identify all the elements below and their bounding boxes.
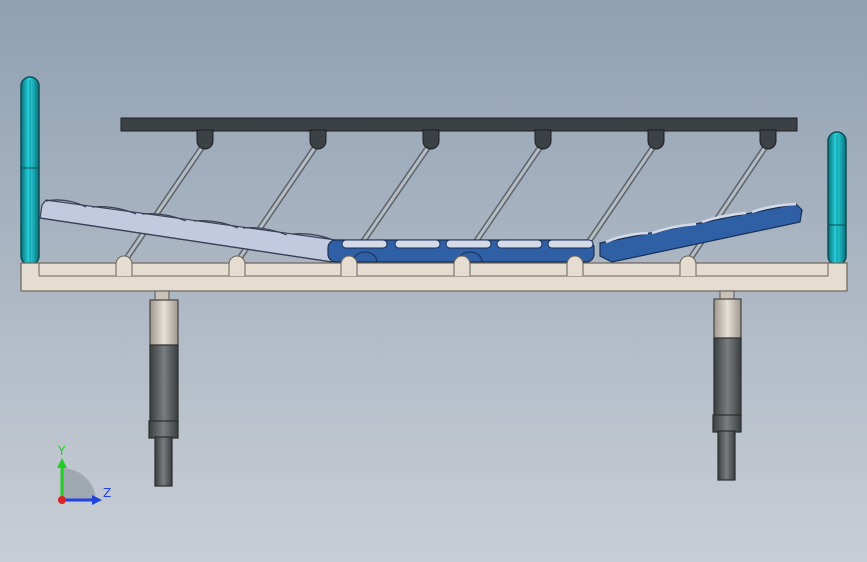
orientation-triad[interactable]: Y Z [57,444,111,505]
right-end-rail[interactable] [827,131,847,266]
triad-plane [62,467,96,500]
linkage-knob[interactable] [309,129,327,150]
top-bar[interactable] [120,117,798,132]
y-axis-label: Y [57,444,66,458]
frame-pivot [679,255,697,276]
linkage-knob[interactable] [422,129,440,150]
linkage-knobs [196,129,777,150]
z-arrow-head [92,495,102,505]
linkage-knob[interactable] [196,129,214,150]
frame-pivot [115,255,133,276]
right-leg-cylinder[interactable] [712,290,742,481]
mattress-slats[interactable] [39,199,803,263]
frame-pivot [340,255,358,276]
head-section [39,199,339,263]
foot-section [599,202,803,263]
left-end-rail[interactable] [20,76,40,266]
linkage-knob[interactable] [647,129,665,150]
linkage-arm-highlight [122,142,207,263]
z-axis-label: Z [103,486,111,500]
frame-pivot [566,255,584,276]
base-frame[interactable] [20,262,848,292]
frame-pivot [228,255,246,276]
middle-section [327,239,595,263]
linkage-knob[interactable] [534,129,552,150]
left-leg-cylinder[interactable] [148,290,179,487]
linkage-knob[interactable] [759,129,777,150]
frame-pivots [115,255,697,276]
x-axis-dot [58,496,66,504]
frame-pivot [453,255,471,276]
y-arrow-head [57,458,67,468]
linkage-arm-highlight [686,142,770,263]
